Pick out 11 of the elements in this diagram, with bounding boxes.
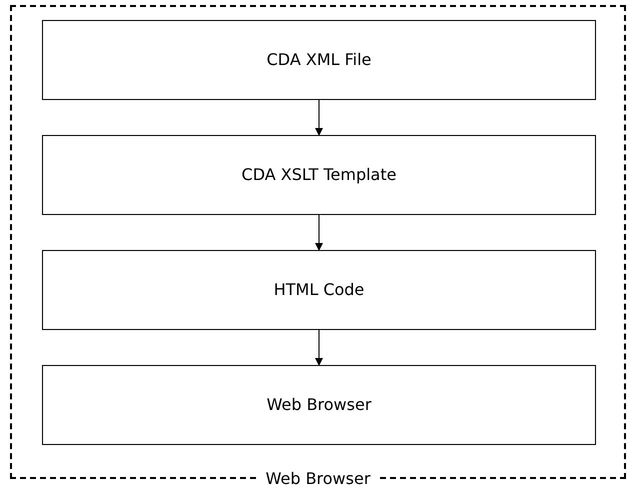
arrow — [315, 214, 323, 251]
arrow — [315, 100, 323, 136]
box-label: CDA XML File — [266, 49, 372, 71]
process-box — [42, 365, 596, 445]
arrow — [315, 330, 323, 366]
process-box — [42, 250, 596, 330]
process-box — [42, 135, 596, 215]
process-box — [42, 20, 596, 100]
box-label: HTML Code — [274, 279, 364, 301]
box-label: Web Browser — [266, 394, 372, 416]
box-label: CDA XSLT Template — [242, 164, 396, 186]
